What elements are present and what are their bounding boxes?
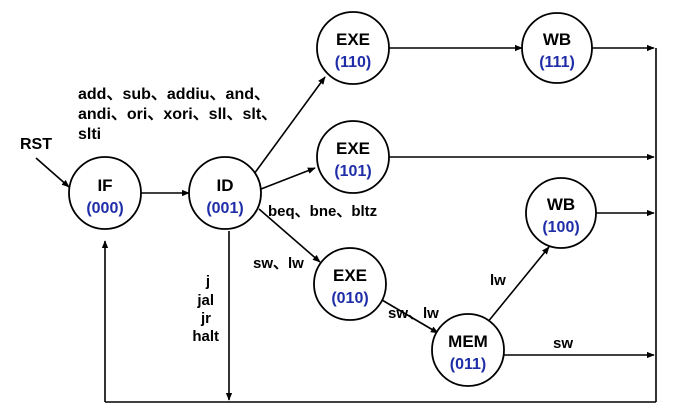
state-wb-100: WB (100)	[525, 177, 597, 249]
exe-to-mem-label: sw、lw	[388, 305, 439, 322]
state-exe-010: EXE (010)	[313, 247, 387, 321]
state-exe-101: EXE (101)	[316, 120, 390, 194]
state-id-code: (001)	[206, 200, 243, 217]
state-wb-111-name: WB	[543, 30, 571, 49]
lw-label: lw	[490, 272, 506, 289]
state-mem: MEM (011)	[431, 313, 505, 387]
alu-ops-line-3: slti	[78, 126, 101, 143]
state-exe-110-name: EXE	[336, 30, 370, 49]
rst-label: RST	[20, 136, 52, 153]
state-if-code: (000)	[86, 200, 123, 217]
state-exe-010-name: EXE	[333, 266, 367, 285]
jump-label-halt: halt	[192, 328, 219, 345]
alu-ops-line-2: andi、ori、xori、sll、slt、	[78, 106, 277, 123]
jump-label-j: j	[205, 273, 210, 290]
alu-ops-line-1: add、sub、addiu、and、	[78, 86, 270, 103]
branch-ops-label: beq、bne、bltz	[268, 203, 377, 220]
id-to-exe110-arrow	[253, 76, 326, 175]
state-mem-code: (011)	[450, 356, 486, 373]
state-wb-111: WB (111)	[521, 12, 593, 84]
state-exe-101-name: EXE	[336, 139, 370, 158]
state-exe-101-code: (101)	[334, 163, 371, 180]
mem-to-wb100-arrow	[486, 246, 550, 324]
state-exe-110-code: (110)	[335, 54, 371, 71]
state-id: ID (001)	[188, 156, 262, 230]
state-wb-111-code: (111)	[539, 54, 575, 71]
state-id-name: ID	[217, 176, 234, 195]
state-if-name: IF	[97, 176, 112, 195]
jump-label-jal: jal	[196, 292, 214, 309]
state-if: IF (000)	[68, 156, 142, 230]
jump-label-jr: jr	[200, 310, 211, 327]
state-wb-100-code: (100)	[542, 219, 579, 236]
state-wb-100-name: WB	[547, 195, 575, 214]
id-to-exe101-arrow	[260, 167, 316, 190]
id-to-exe010-arrow	[258, 208, 321, 263]
state-mem-name: MEM	[448, 332, 488, 351]
state-exe-110: EXE (110)	[316, 11, 390, 85]
sw-label: sw	[553, 335, 573, 352]
mem-ops-label: sw、lw	[253, 255, 304, 272]
state-exe-010-code: (010)	[331, 290, 368, 307]
exe010-to-mem-arrow	[381, 299, 439, 334]
rst-arrow	[35, 157, 70, 188]
